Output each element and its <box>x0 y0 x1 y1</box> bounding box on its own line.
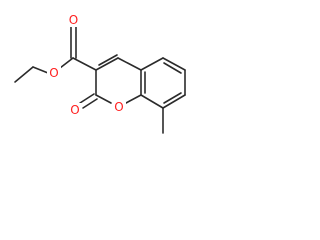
bond-c3-c4 <box>95 57 119 71</box>
lactone-carbonyl-oxygen-label: O <box>70 103 79 117</box>
bond-o-carbonyl-c <box>59 57 74 69</box>
atom-labels: O O O O <box>47 13 126 117</box>
bond-lines <box>14 25 186 134</box>
bond-c7-c8-inner <box>163 92 182 104</box>
bond-o1-c8a <box>125 94 142 104</box>
bond-c2-o-double-2 <box>82 98 98 109</box>
bond-c7-c8 <box>162 94 186 109</box>
bond-c2-o1 <box>95 94 112 104</box>
bond-c3-c4-inner <box>98 54 118 66</box>
bond-c4-c4a <box>117 57 142 71</box>
bond-c2-o-double-1 <box>79 93 95 104</box>
bond-ch2-o <box>32 66 49 74</box>
bond-c8-c8a <box>140 94 164 109</box>
bond-c5-c6-inner <box>163 62 182 74</box>
bond-carbonyl-c3 <box>72 57 97 71</box>
ring-oxygen-label: O <box>114 100 123 114</box>
bond-c4a-c5 <box>140 57 164 71</box>
bond-ch3-ch2 <box>14 66 34 83</box>
carbonyl-oxygen-label: O <box>69 13 78 27</box>
molecule-structure: O O O O <box>14 13 186 134</box>
bond-c5-c6 <box>162 57 186 71</box>
ester-oxygen-label: O <box>49 66 58 80</box>
